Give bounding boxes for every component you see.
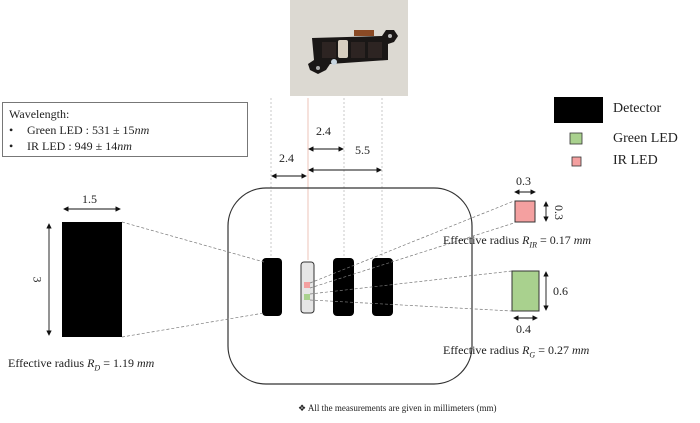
footnote: ❖ All the measurements are given in mill… <box>298 403 497 414</box>
sensor-photo <box>290 0 408 96</box>
sensor-photo-drawing <box>290 0 408 96</box>
radius-unit: mm <box>573 233 592 247</box>
wavelength-title: Wavelength: <box>9 107 70 121</box>
dim-label-ir-width: 0.3 <box>516 174 531 188</box>
leader-ir-top <box>309 200 515 284</box>
dim-label-spacing-right: 5.5 <box>355 143 370 157</box>
radius-prefix: Effective radius <box>443 343 523 357</box>
leader-green-top <box>309 270 513 295</box>
dim-label-spacing-left: 2.4 <box>279 151 294 165</box>
legend-swatch-green <box>569 132 583 145</box>
bullet: • <box>9 139 14 153</box>
green-radius-label: Effective radius RG = 0.27 mm <box>443 343 589 359</box>
detector-radius-label: Effective radius RD = 1.19 mm <box>8 356 154 372</box>
radius-value: = 0.17 <box>536 233 574 247</box>
radius-prefix: Effective radius <box>8 356 88 370</box>
radius-symbol: R <box>522 343 530 357</box>
ir-radius-label: Effective radius RIR = 0.17 mm <box>443 233 591 249</box>
radius-symbol: R <box>522 233 530 247</box>
dim-label-detector-height: 3 <box>30 276 45 283</box>
legend-label-detector: Detector <box>613 101 662 116</box>
wavelength-unit: nm <box>117 139 132 153</box>
leader-detector-top <box>121 221 265 263</box>
detector-2 <box>333 258 354 316</box>
wavelength-item-green: • Green LED : 531 ± 15 nm <box>9 122 241 138</box>
radius-unit: mm <box>136 356 155 370</box>
wavelength-item-ir: • IR LED : 949 ± 14 nm <box>9 138 241 154</box>
green-led-small <box>304 294 310 300</box>
radius-value: = 1.19 <box>100 356 137 370</box>
wavelength-unit: nm <box>134 123 150 137</box>
wavelength-green-label: Green LED : 531 ± 15 <box>27 123 135 137</box>
green-led-enlarged <box>511 270 540 312</box>
dim-label-green-height: 0.6 <box>553 284 568 298</box>
radius-unit: mm <box>571 343 590 357</box>
radius-subscript: IR <box>529 240 537 250</box>
legend-label-green: Green LED <box>613 131 678 146</box>
wavelength-box: Wavelength: • Green LED : 531 ± 15 nm • … <box>2 102 248 157</box>
footnote-text: All the measurements are given in millim… <box>306 403 497 413</box>
dim-label-spacing-mid: 2.4 <box>316 124 331 138</box>
guide-lines <box>270 98 383 260</box>
dim-label-detector-width: 1.5 <box>82 192 97 206</box>
radius-value: = 0.27 <box>535 343 572 357</box>
radius-prefix: Effective radius <box>443 233 523 247</box>
ir-led-enlarged <box>514 200 536 223</box>
dim-label-green-width: 0.4 <box>516 322 531 336</box>
legend-label-ir: IR LED <box>613 153 658 168</box>
ir-led-small <box>304 282 310 288</box>
radius-subscript: G <box>529 350 536 360</box>
radius-symbol: R <box>87 356 95 370</box>
leader-ir-bottom <box>309 222 515 289</box>
detector-3 <box>372 258 393 316</box>
bullet: • <box>9 123 14 137</box>
legend-swatch-detector <box>554 97 603 123</box>
leader-green-bottom <box>309 299 513 312</box>
leader-detector-bottom <box>121 312 265 338</box>
detector-enlarged <box>62 222 122 337</box>
dim-label-ir-height: 0.3 <box>552 205 566 220</box>
sensor-housing <box>227 187 473 385</box>
wavelength-ir-label: IR LED : 949 ± 14 <box>27 139 118 153</box>
detector-1 <box>262 258 282 316</box>
diamond-bullet-icon: ❖ <box>298 403 307 413</box>
legend-swatch-ir <box>571 156 582 167</box>
radius-subscript: D <box>94 363 101 373</box>
